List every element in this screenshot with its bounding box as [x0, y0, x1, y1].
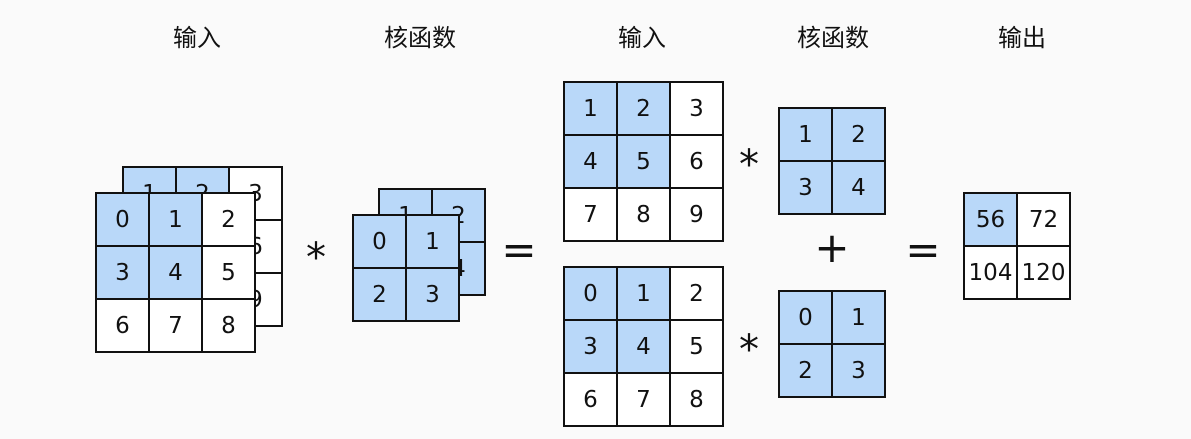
matrix-cell: 3 — [407, 269, 458, 320]
matrix-cell: 0 — [354, 216, 405, 267]
matrix-cell: 1 — [150, 194, 201, 245]
matrix-cell: 6 — [671, 136, 722, 187]
matrix-cell: 4 — [833, 162, 884, 213]
matrix-cell: 104 — [965, 247, 1016, 298]
matrix-cell: 2 — [354, 269, 405, 320]
matrix-cell: 3 — [565, 321, 616, 372]
matrix-cell: 7 — [150, 300, 201, 351]
matrix-cell: 5 — [203, 247, 254, 298]
matrix-cell: 6 — [565, 374, 616, 425]
matrix-cell: 3 — [780, 162, 831, 213]
matrix-cell: 7 — [565, 189, 616, 240]
matrix-cell: 6 — [97, 300, 148, 351]
label-kernel-right: 核函数 — [797, 24, 869, 52]
matrix-cell: 0 — [565, 268, 616, 319]
matrix-cell: 3 — [97, 247, 148, 298]
matrix-cell: 8 — [671, 374, 722, 425]
matrix-cell: 7 — [618, 374, 669, 425]
matrix-cell: 8 — [203, 300, 254, 351]
matrix-cell: 5 — [671, 321, 722, 372]
matrix-cell: 1 — [780, 109, 831, 160]
matrix-cell: 4 — [618, 321, 669, 372]
label-input-right: 输入 — [618, 24, 666, 52]
matrix-cell: 2 — [618, 83, 669, 134]
matrix-cell: 5 — [618, 136, 669, 187]
label-output: 输出 — [998, 24, 1046, 52]
matrix-cell: 2 — [671, 268, 722, 319]
matrix-cell: 1 — [833, 292, 884, 343]
matrix-cell: 9 — [671, 189, 722, 240]
convolution-operator-top: * — [739, 142, 759, 188]
matrix-cell: 4 — [565, 136, 616, 187]
matrix-cell: 4 — [150, 247, 201, 298]
matrix-cell: 120 — [1018, 247, 1069, 298]
matrix-cell: 3 — [671, 83, 722, 134]
convolution-operator-left: * — [306, 235, 326, 281]
matrix-cell: 2 — [780, 345, 831, 396]
matrix-cell: 1 — [407, 216, 458, 267]
convolution-operator-bottom: * — [739, 327, 759, 373]
plus-operator: + — [814, 223, 850, 272]
label-kernel-left: 核函数 — [384, 24, 456, 52]
matrix-cell: 8 — [618, 189, 669, 240]
label-input-left: 输入 — [173, 24, 221, 52]
matrix-cell: 0 — [97, 194, 148, 245]
matrix-cell: 1 — [618, 268, 669, 319]
matrix-cell: 0 — [780, 292, 831, 343]
matrix-cell: 72 — [1018, 194, 1069, 245]
matrix-cell: 56 — [965, 194, 1016, 245]
equals-operator-right: = — [905, 225, 941, 274]
matrix-cell: 1 — [565, 83, 616, 134]
matrix-cell: 2 — [203, 194, 254, 245]
matrix-cell: 2 — [833, 109, 884, 160]
equals-operator-left: = — [501, 225, 537, 274]
matrix-cell: 3 — [833, 345, 884, 396]
